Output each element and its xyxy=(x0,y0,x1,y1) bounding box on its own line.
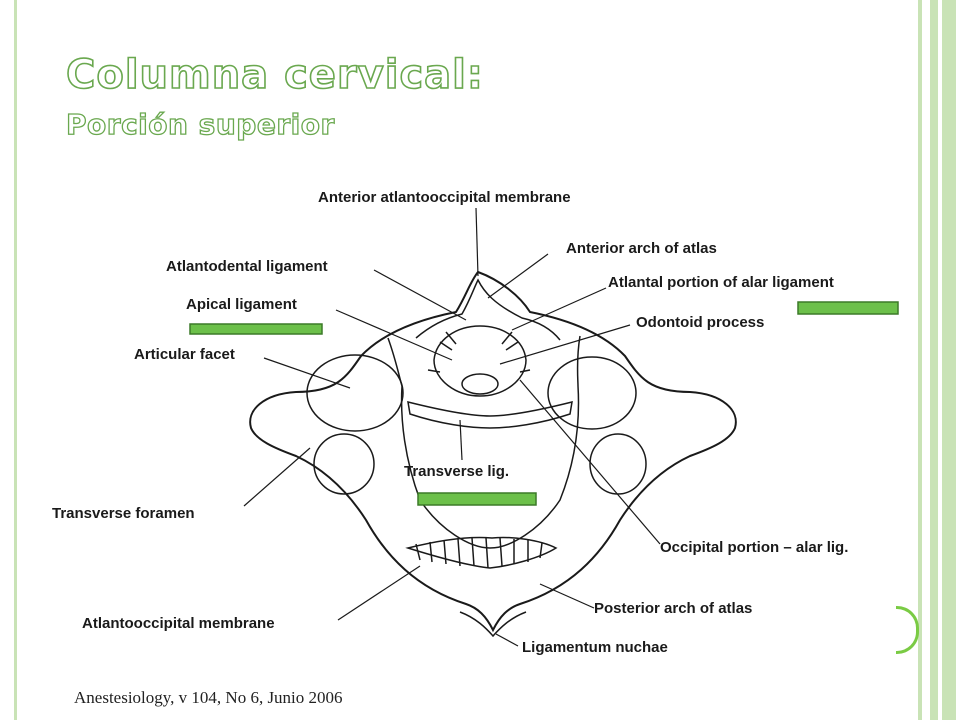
label-anterior-atlantooccipital-membrane: Anterior atlantooccipital membrane xyxy=(318,189,571,206)
left-articular-facet xyxy=(306,354,404,432)
atlas-bone-outline xyxy=(249,270,737,638)
highlight-bar-apical xyxy=(189,323,323,335)
label-atlantal-portion-alar-ligament: Atlantal portion of alar ligament xyxy=(608,274,834,291)
label-anterior-arch-of-atlas: Anterior arch of atlas xyxy=(566,240,717,257)
right-articular-facet xyxy=(547,356,637,430)
transverse-ligament-band xyxy=(407,400,573,429)
source-citation: Anestesiology, v 104, No 6, Junio 2006 xyxy=(74,688,343,707)
left-transverse-foramen xyxy=(313,433,375,495)
slide-title: Columna cervical: xyxy=(65,51,484,99)
label-atlantooccipital-membrane: Atlantooccipital membrane xyxy=(82,615,275,632)
odontoid-outer xyxy=(433,325,527,397)
label-posterior-arch-of-atlas: Posterior arch of atlas xyxy=(594,600,752,617)
slide-subtitle: Porción superior xyxy=(65,107,335,141)
label-transverse-foramen: Transverse foramen xyxy=(52,505,195,522)
left-border-line xyxy=(14,0,17,720)
right-border-band xyxy=(942,0,956,720)
label-transverse-lig: Transverse lig. xyxy=(404,463,509,480)
label-atlantodental-ligament: Atlantodental ligament xyxy=(166,258,328,275)
posterior-membrane-shape xyxy=(405,536,558,569)
label-occipital-portion-alar-lig: Occipital portion – alar lig. xyxy=(660,539,848,556)
odontoid-inner xyxy=(461,373,499,395)
right-border-band xyxy=(930,0,938,720)
highlight-bar-alar xyxy=(797,301,899,315)
label-odontoid-process: Odontoid process xyxy=(636,314,764,331)
right-border-band xyxy=(918,0,922,720)
highlight-bar-transverse xyxy=(417,492,537,506)
label-ligamentum-nuchae: Ligamentum nuchae xyxy=(522,639,668,656)
leader-lines xyxy=(243,207,661,647)
label-apical-ligament: Apical ligament xyxy=(186,296,297,313)
label-articular-facet: Articular facet xyxy=(134,346,235,363)
